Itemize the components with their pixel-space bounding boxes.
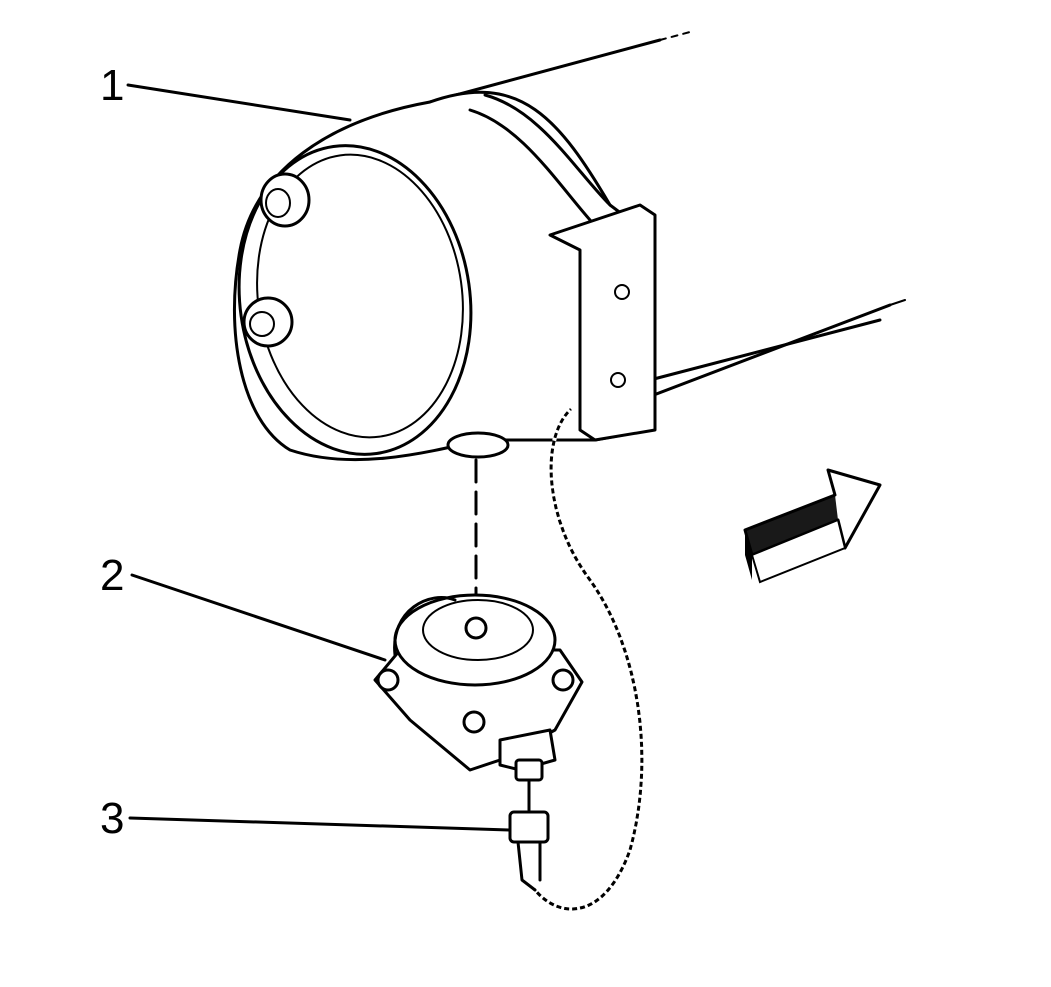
- callout-3: 3: [100, 794, 124, 843]
- leader-line-3: [128, 816, 512, 832]
- callout-1: 1: [100, 61, 124, 110]
- differential-housing: [232, 90, 657, 462]
- fill-plug: [259, 172, 311, 228]
- leader-line-1: [126, 83, 352, 122]
- leader-line-2: [130, 573, 387, 662]
- front-direction-arrow-icon: [743, 468, 882, 584]
- callout-2: 2: [100, 551, 124, 600]
- wiring-harness: [533, 408, 644, 912]
- speed-sensor: [373, 593, 584, 772]
- drain-plug: [242, 296, 294, 348]
- sensor-connector: [508, 758, 550, 892]
